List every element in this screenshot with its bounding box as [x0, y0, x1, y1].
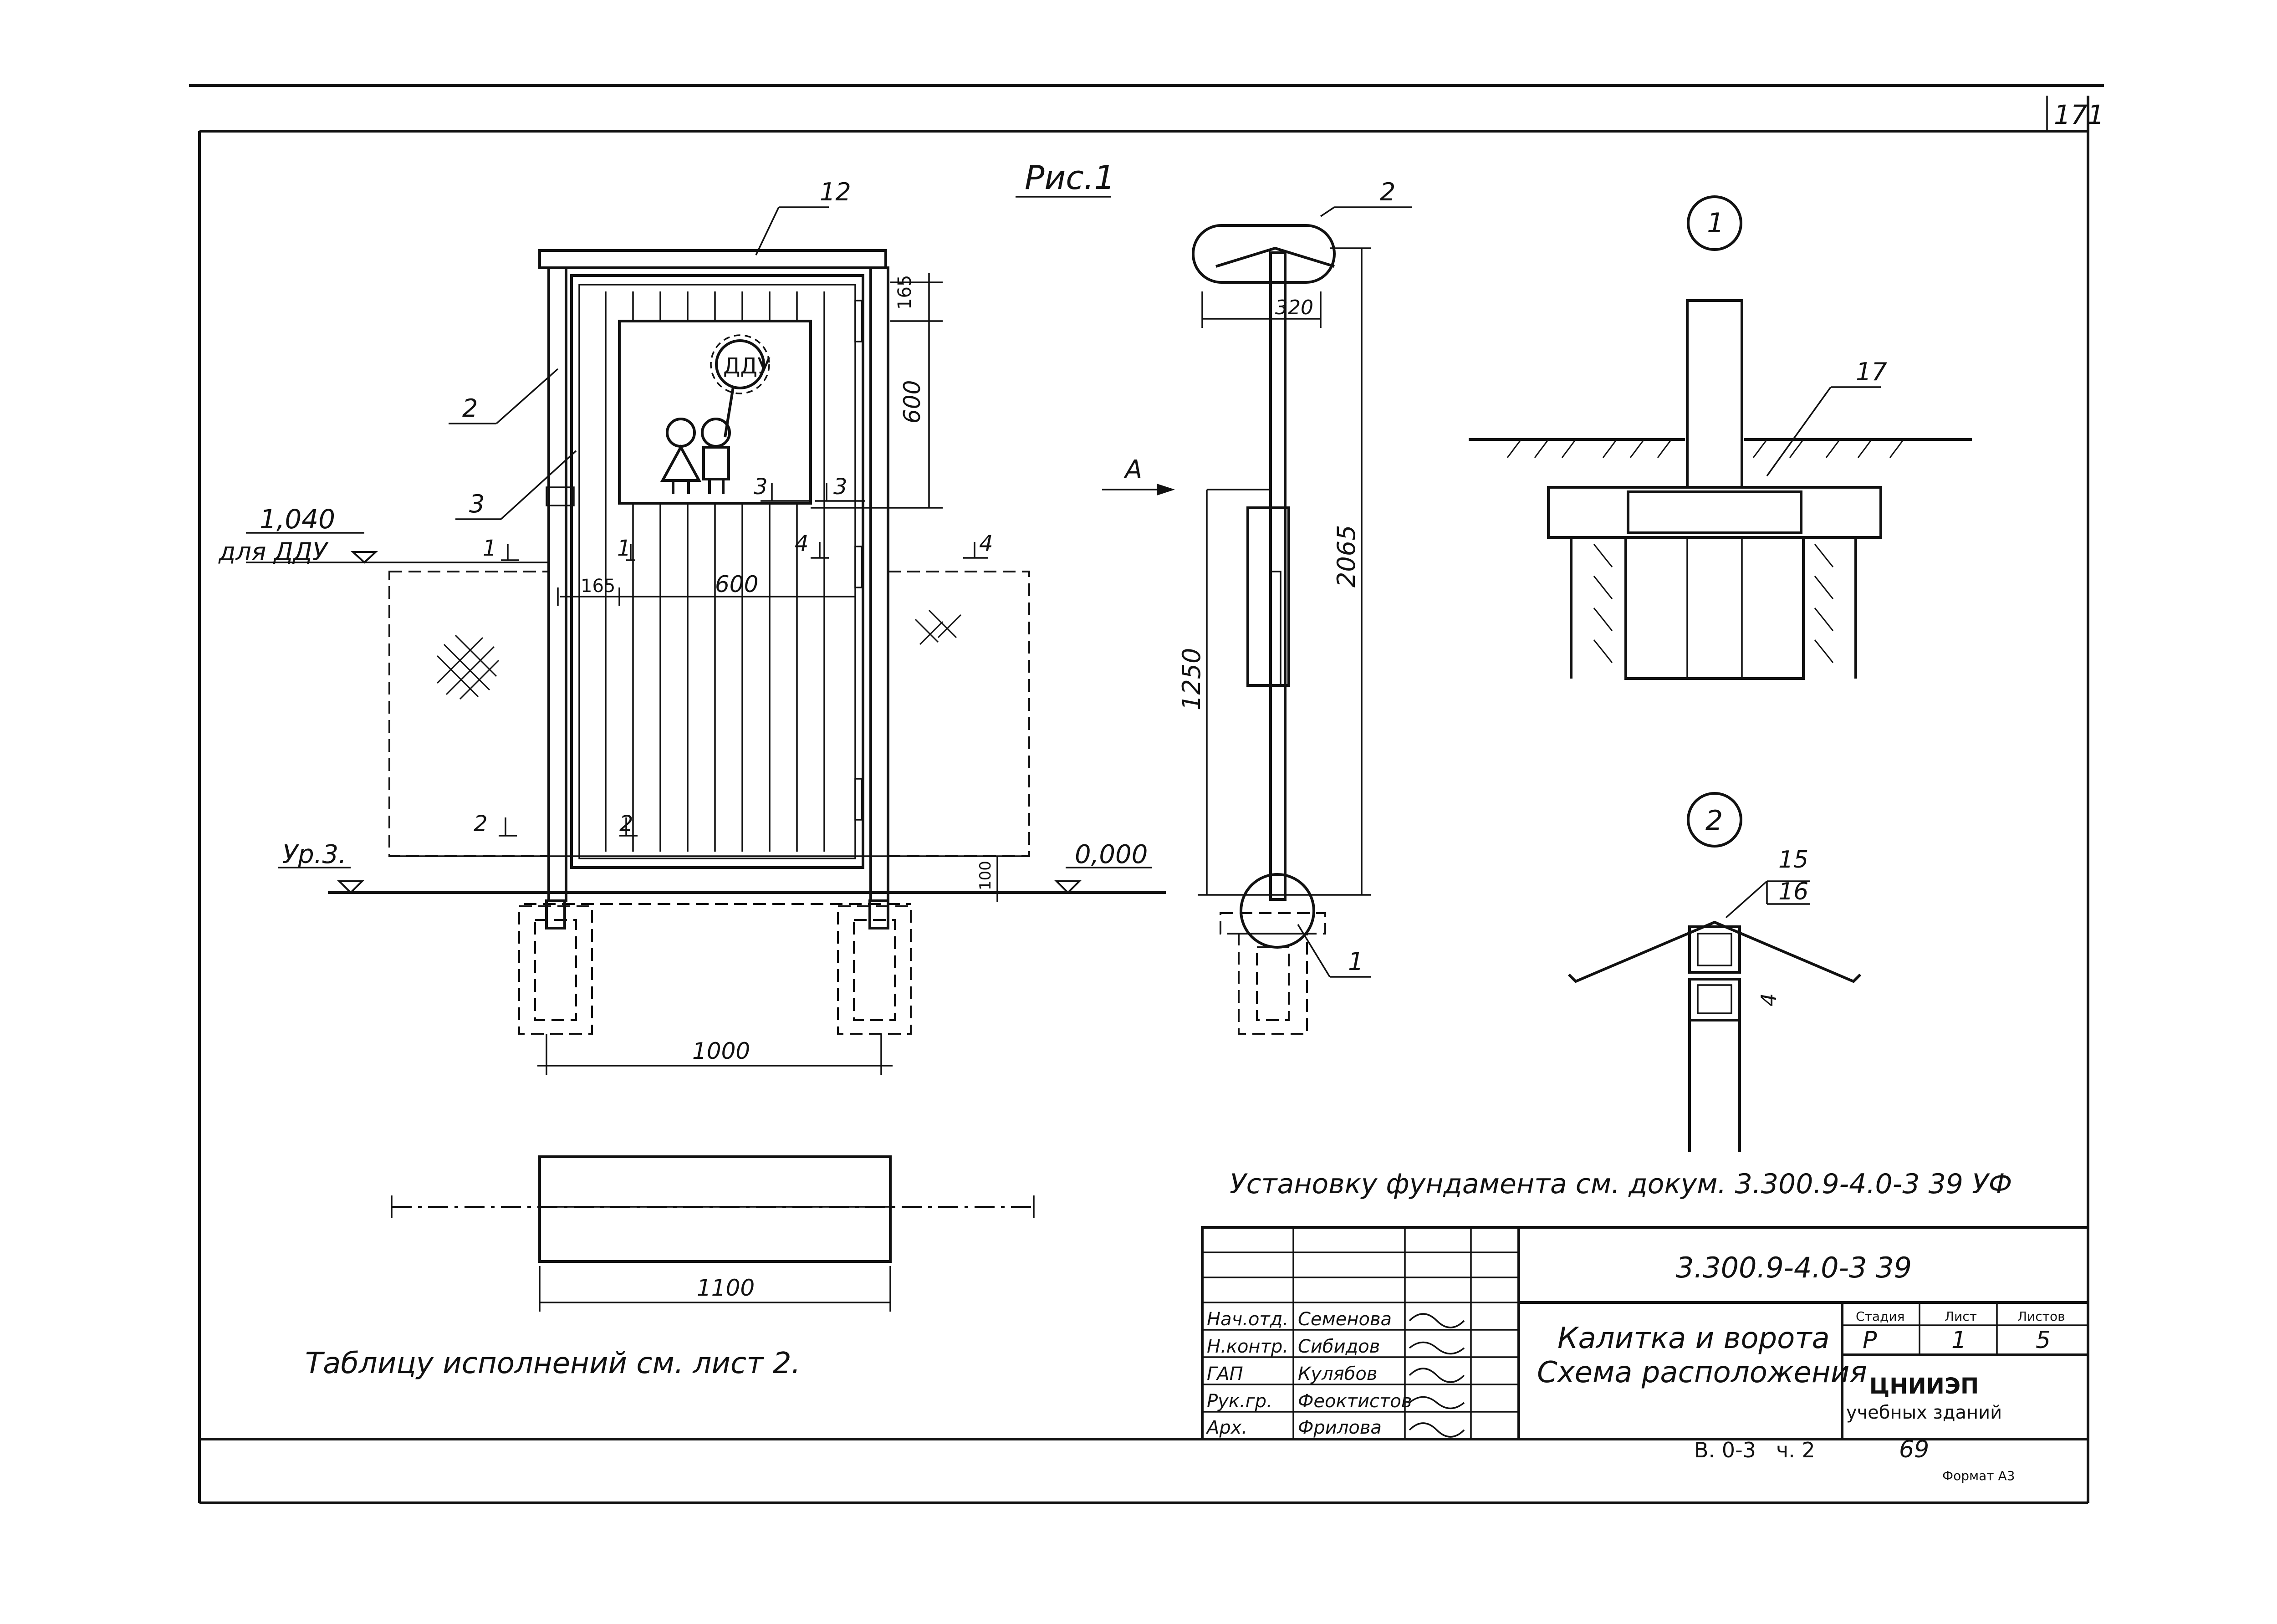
- level-mark-zero: [1054, 867, 1152, 894]
- section-mark-1-left: 1: [483, 536, 497, 561]
- sign-text: ДДУ: [723, 353, 771, 379]
- stage-value: Р: [1863, 1327, 1877, 1354]
- sheets-header: Листов: [2017, 1309, 2065, 1324]
- view-arrow-a: А: [1123, 455, 1142, 485]
- right-panel-mesh: [914, 609, 962, 645]
- figure-label: Рис.1: [1025, 158, 1115, 197]
- callout-12: 12: [820, 178, 851, 206]
- sign-board: [618, 320, 812, 505]
- right-foundation: [837, 899, 912, 1035]
- left-fence-panel: [388, 571, 550, 857]
- dim-foundation-span: 1000: [692, 1038, 750, 1064]
- children-pictogram: [660, 387, 735, 494]
- level-zero: 0,000: [1075, 840, 1148, 869]
- section-mark-3-left: 3: [754, 474, 768, 500]
- note-table: Таблицу исполнений см. лист 2.: [305, 1347, 801, 1380]
- right-post: [869, 266, 889, 902]
- signature-role: ГАП: [1207, 1364, 1243, 1384]
- section-marks: [499, 483, 988, 837]
- footer-page: 69: [1899, 1436, 1929, 1463]
- dim-side-height-leaf: 1250: [1177, 648, 1206, 710]
- dim-plan-length: 1100: [697, 1275, 755, 1301]
- signature-name: Семенова: [1298, 1309, 1392, 1330]
- detail-1-marker: [1687, 195, 1742, 251]
- detail-1-mark: 1: [1707, 207, 1724, 239]
- detail-1: [1469, 195, 1972, 680]
- section-mark-4-right: 4: [979, 531, 993, 557]
- sheet-value: 1: [1951, 1327, 1966, 1354]
- sheet-header: Лист: [1945, 1309, 1977, 1324]
- canopy: [538, 249, 887, 269]
- footer-series: В. 0-3: [1694, 1438, 1756, 1462]
- left-foundation: [518, 899, 593, 1035]
- signature-role: Рук.гр.: [1207, 1391, 1272, 1412]
- left-post: [547, 266, 567, 902]
- org-line-2: учебных зданий: [1846, 1402, 2002, 1423]
- footer-part: ч. 2: [1776, 1438, 1815, 1462]
- callout-2-front: 2: [462, 394, 478, 423]
- detail-2-mark: 2: [1705, 805, 1723, 837]
- right-fence-panel: [887, 571, 1030, 857]
- sign-flower: [715, 339, 765, 389]
- signature-name: Сибидов: [1298, 1336, 1380, 1357]
- section-mark-2-right: 2: [619, 811, 633, 837]
- level-top-value: 1,040: [260, 504, 335, 535]
- plan-view: [391, 1155, 1035, 1312]
- note-foundation: Установку фундамента см. докум. 3.300.9-…: [1230, 1168, 2012, 1200]
- callout-17: 17: [1856, 357, 1887, 386]
- level-left: Ур.3.: [282, 840, 347, 869]
- title-line-2: Схема расположения: [1537, 1356, 1867, 1389]
- callout-3: 3: [469, 490, 485, 518]
- level-mark-left: [278, 867, 364, 894]
- dim-post-offset: 165: [581, 576, 615, 597]
- dim-detail-2: 4: [1756, 993, 1781, 1006]
- doc-code: 3.300.9-4.0-3 39: [1676, 1251, 1912, 1284]
- title-line-1: Калитка и ворота: [1557, 1322, 1830, 1355]
- dim-side-height-total: 2065: [1332, 525, 1361, 587]
- footer-format: Формат А3: [1942, 1468, 2015, 1483]
- side-leaf: [1246, 506, 1290, 687]
- level-mark-top: [246, 532, 549, 564]
- left-panel-mesh: [436, 634, 500, 700]
- section-mark-2-left: 2: [474, 811, 488, 837]
- section-mark-4-left: 4: [795, 531, 809, 557]
- signature-role: Н.контр.: [1207, 1336, 1288, 1357]
- callout-2-side: 2: [1380, 178, 1395, 206]
- signature-name: Кулябов: [1298, 1364, 1377, 1384]
- side-dimensions: [1198, 247, 1371, 896]
- dim-panel-width: 600: [715, 571, 758, 598]
- stage-header: Стадия: [1856, 1309, 1904, 1324]
- lock: [546, 486, 575, 506]
- level-top-note: для ДДУ: [218, 537, 329, 566]
- title-block: [1201, 1226, 2089, 1440]
- top-callout-oval: [1192, 224, 1336, 284]
- signature-name: Феоктистов: [1298, 1391, 1412, 1412]
- callout-15: 15: [1778, 846, 1808, 873]
- dim-side-top: 320: [1275, 296, 1313, 319]
- signature-role: Арх.: [1205, 1417, 1247, 1438]
- side-post: [1269, 251, 1287, 901]
- section-mark-3-right: 3: [833, 474, 847, 500]
- section-mark-1-right: 1: [617, 536, 631, 561]
- dim-sign-height: 600: [899, 380, 925, 424]
- bottom-callout-circle: [1240, 873, 1315, 949]
- sheet-number: 171: [2054, 99, 2104, 130]
- signature-name: Фрилова: [1298, 1417, 1382, 1438]
- dim-top-offset: 165: [894, 275, 915, 310]
- dim-plinth: 100: [976, 861, 995, 890]
- side-view: [1102, 206, 1412, 1035]
- callout-1-side: 1: [1348, 947, 1363, 976]
- detail-2-marker: [1687, 792, 1742, 848]
- front-dimensions: [537, 273, 998, 1075]
- org-line-1: ЦНИИЭП: [1869, 1374, 1979, 1399]
- front-view: ДДУ: [328, 206, 1166, 1035]
- detail-2: [1567, 792, 1862, 1152]
- signature-role: Нач.отд.: [1207, 1309, 1288, 1330]
- signature-rows: Нач.отд. Семенова Н.контр. Сибидов ГАП К…: [1205, 1309, 1465, 1438]
- callout-16: 16: [1778, 878, 1808, 905]
- sheet-frame: [189, 84, 2104, 1504]
- gate-frame: [570, 274, 864, 869]
- sheets-value: 5: [2036, 1327, 2051, 1354]
